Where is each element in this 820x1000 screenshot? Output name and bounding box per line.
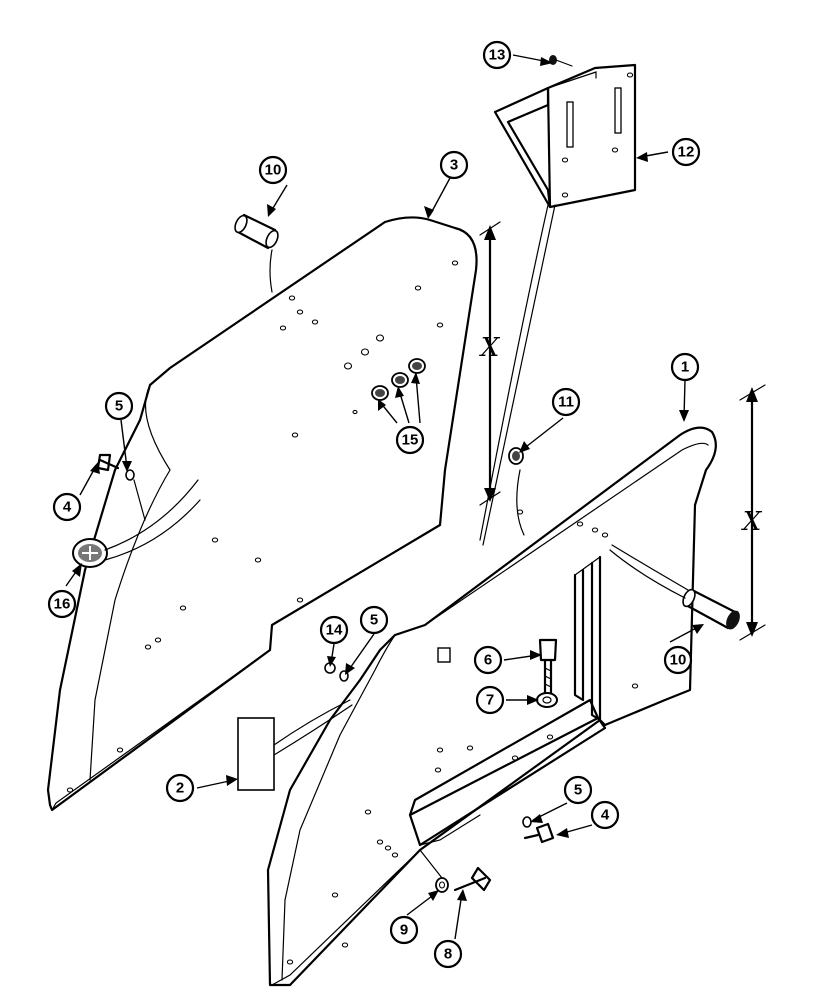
callout: 16 [47,589,77,619]
dimension-left [479,221,501,506]
svg-text:9: 9 [400,922,408,939]
leader-arrowheads [72,57,704,901]
callout: 5 [359,605,389,635]
svg-text:10: 10 [265,162,282,179]
svg-text:16: 16 [54,596,71,613]
assembly-lines [104,204,689,879]
plug-16 [72,538,108,568]
cylinder-right [682,588,740,630]
callout: 10 [663,645,693,675]
svg-text:5: 5 [370,612,378,629]
callout: 5 [104,391,134,421]
washer-9 [435,877,449,893]
callout: 13 [482,40,512,70]
svg-text:7: 7 [486,692,494,709]
bolt-6 [538,638,558,697]
svg-text:10: 10 [670,652,687,669]
svg-text:8: 8 [444,946,452,963]
svg-text:6: 6 [484,652,492,669]
washer-5-left [125,469,135,481]
svg-text:4: 4 [601,807,610,824]
svg-text:1: 1 [681,359,689,376]
bolt-4-left [96,453,120,472]
screw-13 [549,55,573,67]
svg-text:15: 15 [402,432,419,449]
callout: 1 [670,352,700,382]
callout: 2 [165,773,195,803]
grommets [371,358,426,401]
callout: 9 [389,915,419,945]
svg-text:2: 2 [176,780,184,797]
bracket [493,63,637,209]
callout: 15 [395,425,425,455]
svg-text:4: 4 [63,499,72,516]
callout: 4 [590,800,620,830]
callout: 8 [433,939,463,969]
callout: 11 [551,387,581,417]
callout: 5 [563,775,593,805]
side-panel-left [46,216,524,812]
callout: 14 [319,615,349,645]
svg-text:14: 14 [326,622,343,639]
callout: 6 [473,645,503,675]
svg-text:12: 12 [678,144,695,161]
callout: 10 [258,155,288,185]
dimension-right [739,384,766,641]
side-panel-right [266,426,717,987]
washer-7 [536,692,558,708]
callout: 7 [475,685,505,715]
cylinder-left [234,213,279,250]
bolt-8 [453,866,492,892]
svg-text:3: 3 [450,157,458,174]
dimension-label-left: X [479,333,501,363]
svg-text:5: 5 [574,782,582,799]
callout: 4 [52,492,82,522]
callout: 3 [439,150,469,180]
svg-text:11: 11 [558,394,574,411]
svg-text:5: 5 [115,398,123,415]
dimension-label-right: X [741,507,763,537]
bolt-4-right [523,822,555,844]
decal-plate [237,717,275,791]
callout: 12 [671,137,701,167]
washer-5-right [522,816,532,828]
svg-text:13: 13 [489,47,506,64]
